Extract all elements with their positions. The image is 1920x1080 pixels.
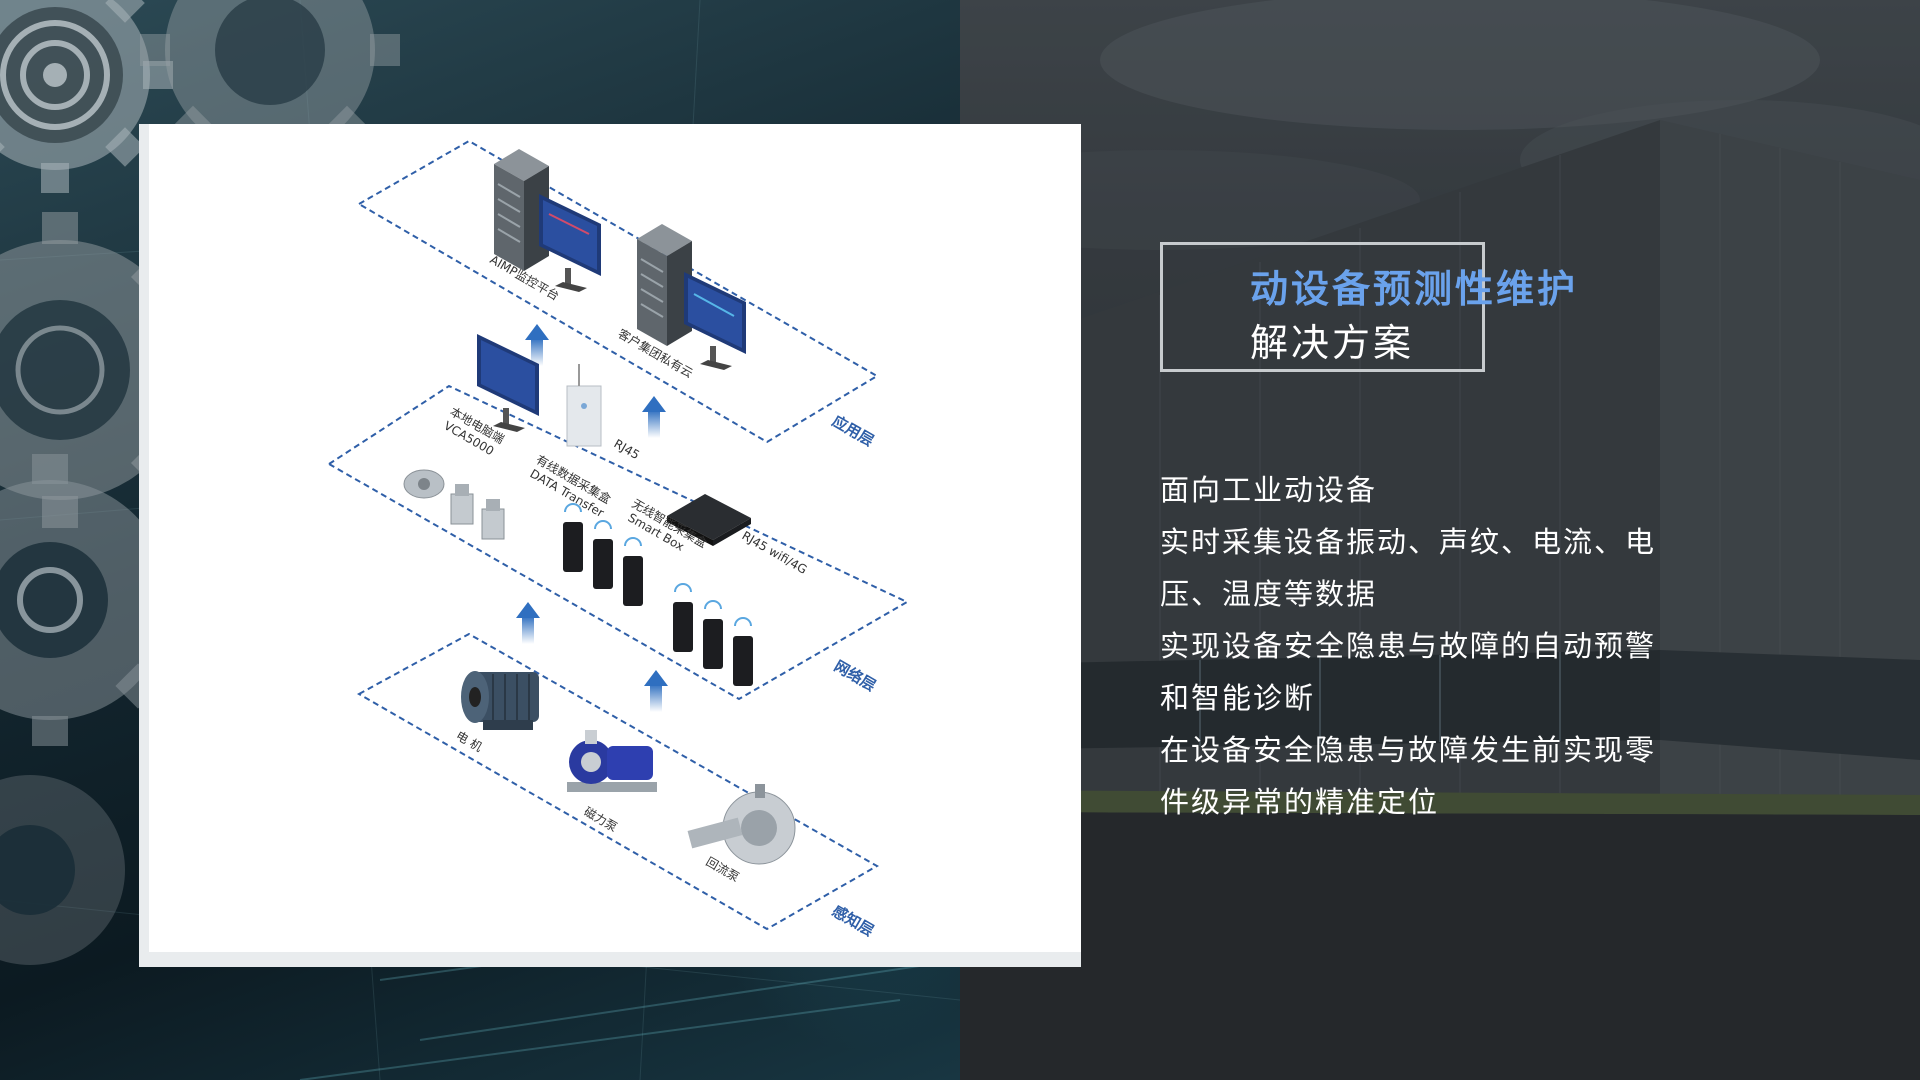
description-line: 实现设备安全隐患与故障的自动预警 bbox=[1160, 629, 1657, 663]
architecture-diagram-card: 应用层 AIMP监控平台 bbox=[149, 124, 1081, 952]
gear-icon bbox=[0, 454, 196, 746]
description-line: 压、温度等数据 bbox=[1160, 577, 1378, 611]
page-subtitle: 解决方案 bbox=[1250, 321, 1415, 365]
description-line: 面向工业动设备 bbox=[1160, 473, 1378, 507]
description-line: 实时采集设备振动、声纹、电流、电 bbox=[1160, 525, 1657, 559]
motor-icon bbox=[461, 671, 539, 730]
wireless-sensors bbox=[563, 503, 753, 686]
network-layer-label: 网络层 bbox=[831, 657, 879, 695]
network-layer-plane bbox=[327, 384, 910, 701]
page-title: 动设备预测性维护 bbox=[1250, 267, 1579, 311]
wireless-sensor-icon bbox=[623, 537, 643, 606]
application-layer-plane bbox=[357, 139, 879, 444]
upward-arrow-icon bbox=[516, 602, 540, 644]
title-frame bbox=[1160, 242, 1485, 372]
data-transfer-box-icon bbox=[566, 364, 602, 447]
upward-arrow-icon bbox=[525, 324, 549, 366]
upward-arrow-icon bbox=[644, 670, 668, 712]
wireless-sensor-icon bbox=[703, 600, 723, 669]
sensor-icon bbox=[403, 469, 445, 499]
rj45-label: RJ45 bbox=[612, 436, 643, 462]
wireless-sensor-icon bbox=[563, 503, 583, 572]
description-block: 面向工业动设备 实时采集设备振动、声纹、电流、电 压、温度等数据 实现设备安全隐… bbox=[1160, 464, 1720, 828]
perception-layer-plane bbox=[356, 632, 880, 931]
server-icon bbox=[637, 224, 692, 346]
description-line: 和智能诊断 bbox=[1160, 681, 1316, 715]
architecture-diagram: 应用层 AIMP监控平台 bbox=[327, 139, 910, 940]
magnetic-pump-label: 磁力泵 bbox=[582, 804, 621, 835]
monitor-icon bbox=[539, 194, 601, 292]
smart-box-icon bbox=[667, 494, 751, 546]
reflux-pump-icon bbox=[687, 784, 796, 865]
sensor-icon bbox=[481, 499, 505, 540]
server-icon bbox=[494, 149, 549, 271]
magnetic-pump-icon bbox=[567, 730, 657, 792]
right-background bbox=[960, 0, 1920, 1080]
rj45-wifi-label: RJ45 wifi/4G bbox=[740, 528, 810, 576]
sensor-icon bbox=[450, 484, 474, 525]
application-layer-label: 应用层 bbox=[829, 412, 877, 450]
monitor-icon bbox=[477, 334, 539, 432]
gear-icon bbox=[0, 775, 125, 965]
monitor-icon bbox=[684, 272, 746, 370]
gear-icon bbox=[0, 0, 173, 193]
upward-arrow-icon bbox=[642, 396, 666, 438]
description-line: 在设备安全隐患与故障发生前实现零 bbox=[1160, 733, 1657, 767]
wireless-sensor-icon bbox=[593, 520, 613, 589]
wireless-sensor-icon bbox=[733, 617, 753, 686]
factory-photo bbox=[960, 0, 1920, 1080]
description-line: 件级异常的精准定位 bbox=[1160, 785, 1440, 819]
perception-layer-label: 感知层 bbox=[829, 902, 877, 940]
motor-label: 电 机 bbox=[454, 728, 485, 754]
reflux-pump-label: 回流泵 bbox=[704, 854, 742, 884]
wireless-sensor-icon bbox=[673, 583, 693, 652]
